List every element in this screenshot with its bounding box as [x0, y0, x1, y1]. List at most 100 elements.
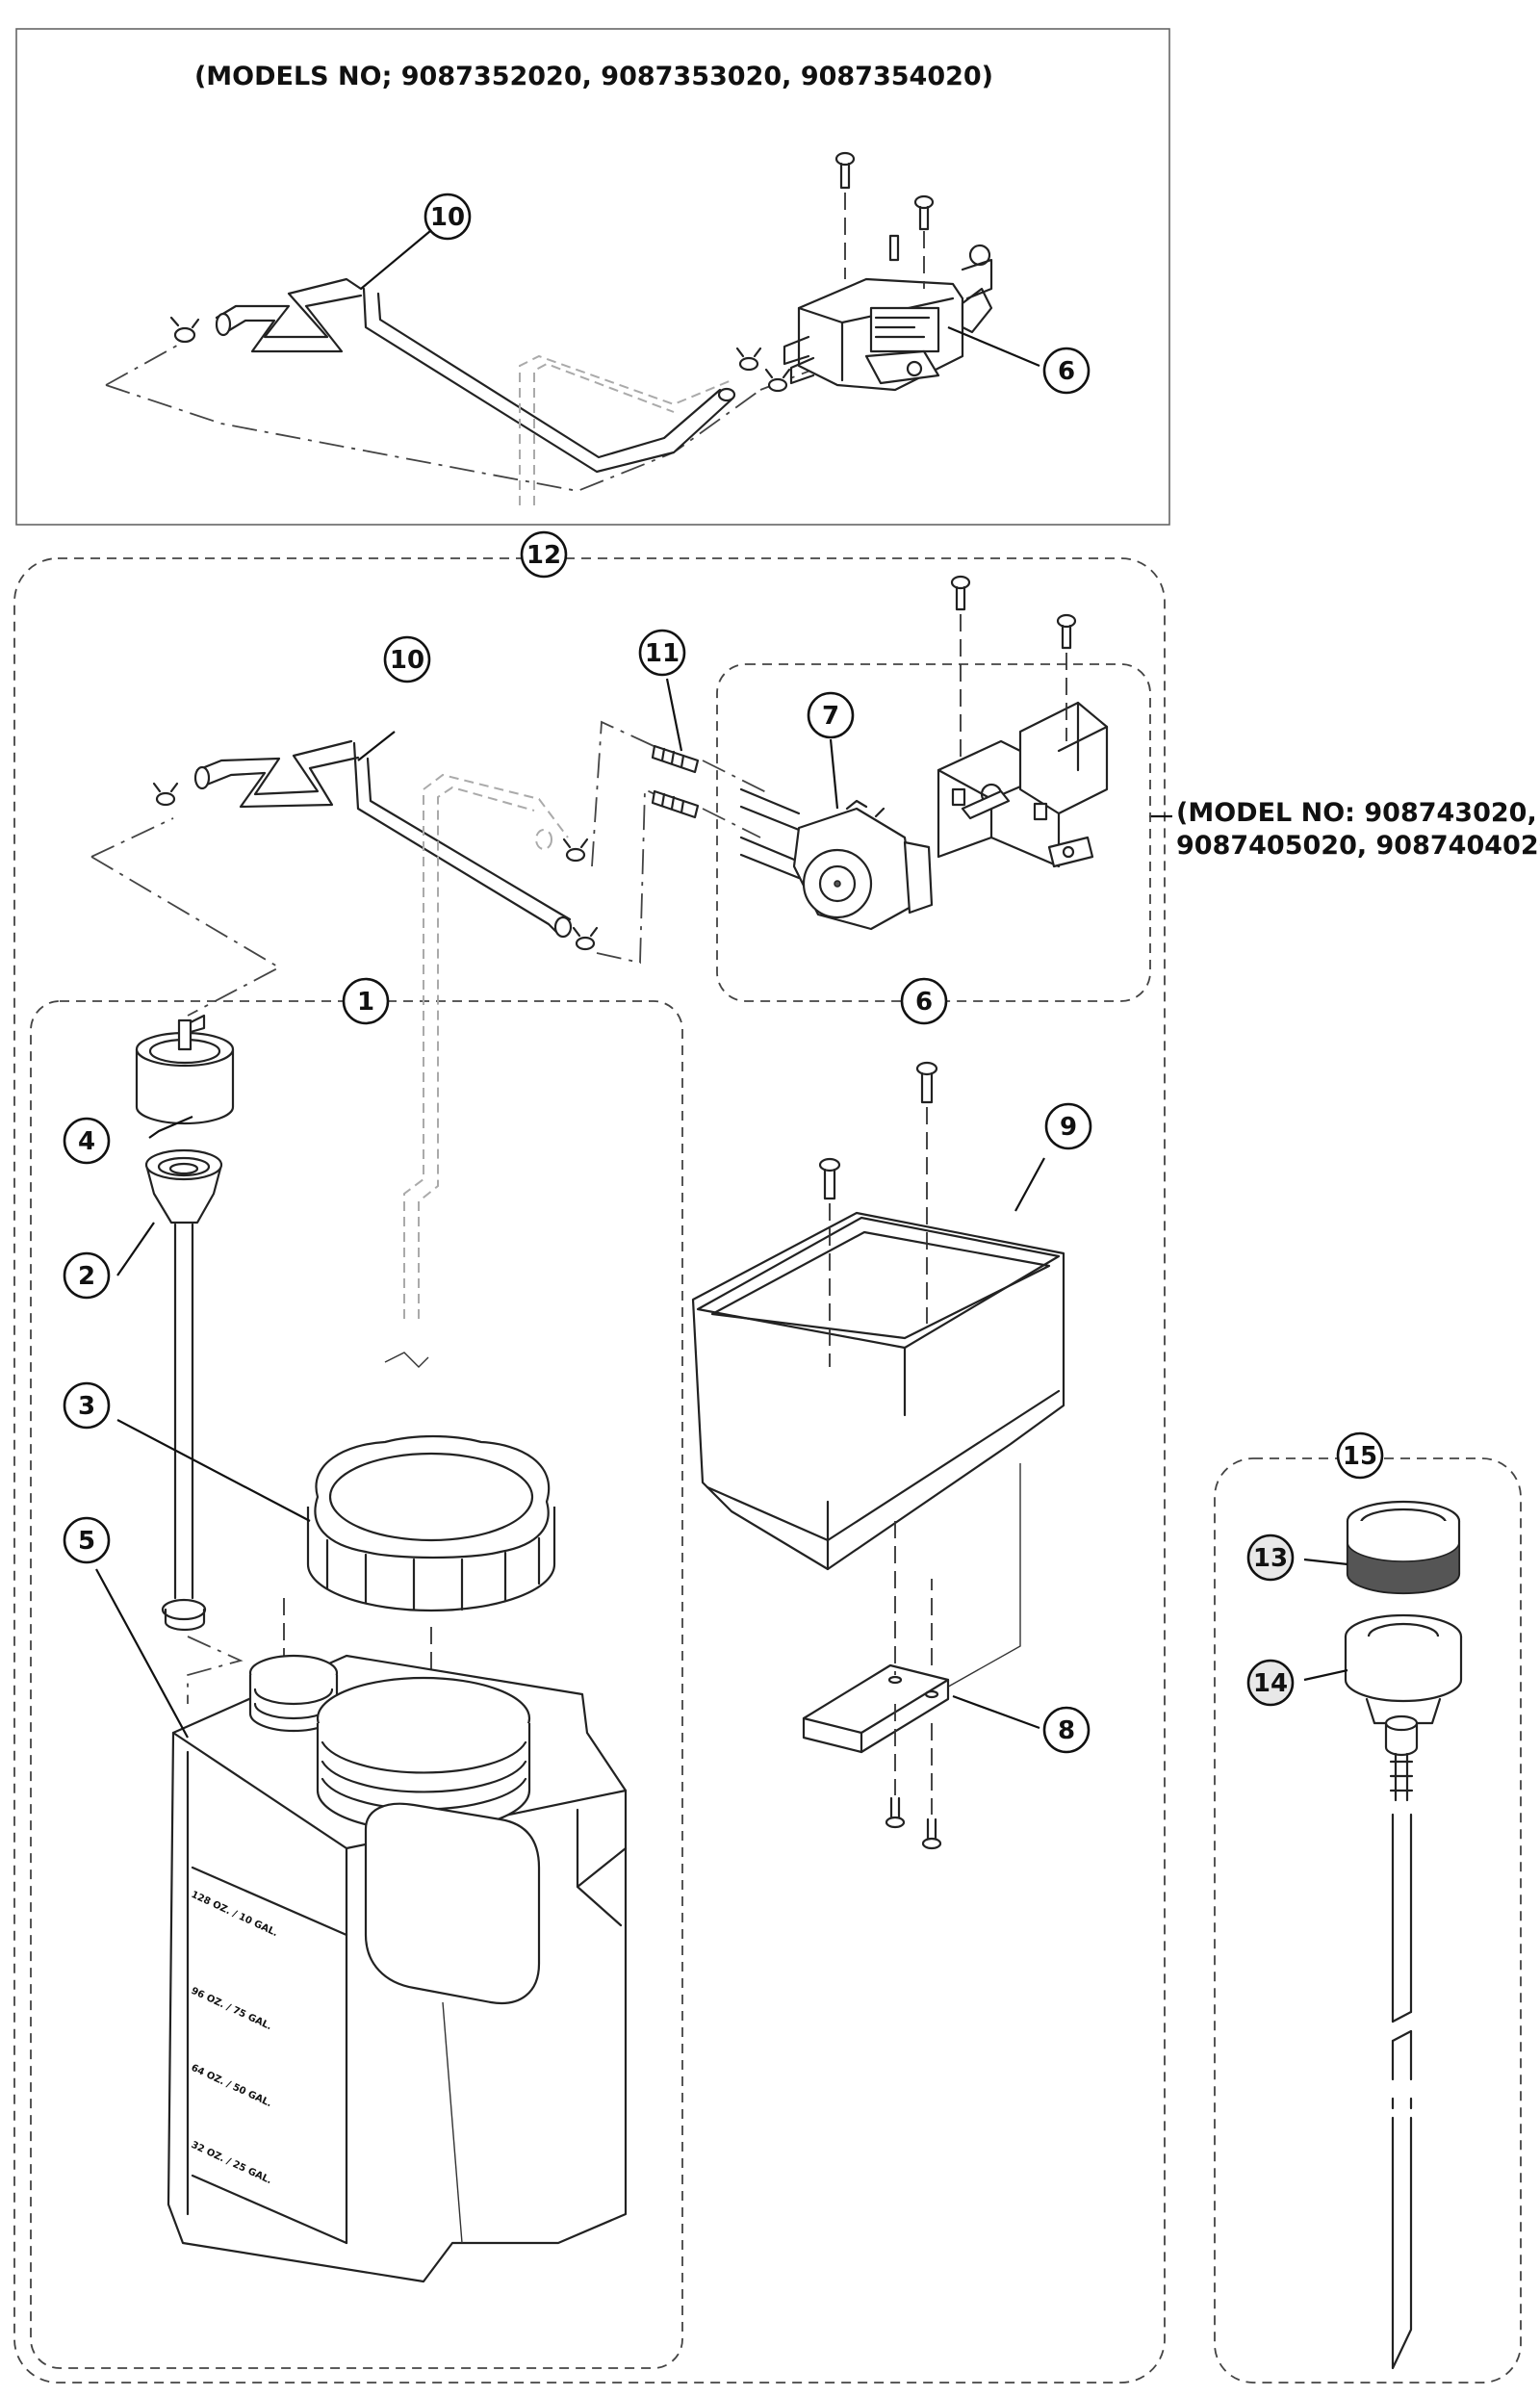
svg-text:6: 6	[1058, 357, 1075, 386]
hose-clamp-icon	[572, 926, 599, 951]
leader-line	[148, 1115, 193, 1139]
svg-text:14: 14	[1253, 1669, 1288, 1698]
hose-clamp-icon	[764, 368, 791, 393]
suction-tube-icon	[1384, 1714, 1419, 2370]
svg-text:3: 3	[78, 1392, 95, 1421]
svg-text:11: 11	[645, 639, 680, 668]
svg-text:9: 9	[1060, 1113, 1077, 1142]
screw-icon	[1056, 613, 1077, 650]
callout-6: 6	[900, 977, 948, 1025]
pump-icon	[783, 234, 993, 392]
screw-icon	[915, 1061, 938, 1104]
top-inset-panel: (MODELS NO; 9087352020, 9087353020, 9087…	[15, 28, 1170, 526]
callout-10: 10	[383, 635, 431, 683]
svg-text:13: 13	[1253, 1544, 1288, 1573]
ghost-tube	[403, 773, 569, 1319]
assembly-line	[702, 760, 771, 795]
svg-text:1: 1	[357, 988, 374, 1017]
ghost-tube-end	[535, 829, 552, 850]
leader-line	[829, 738, 839, 810]
hose-clamp-icon	[735, 347, 762, 372]
callout-15: 15	[1336, 1431, 1384, 1480]
right-models-note-line1: (MODEL NO: 908743020,	[1176, 798, 1537, 828]
screw-icon	[950, 575, 971, 611]
jug-icon	[167, 1654, 628, 2283]
ghost-clamp	[384, 1352, 429, 1368]
screw-icon	[834, 151, 856, 190]
assembly-line	[591, 720, 665, 867]
callout-4: 4	[63, 1117, 111, 1165]
leader-line	[1303, 1668, 1348, 1682]
ghost-tube	[533, 362, 675, 505]
lid-icon	[306, 1434, 556, 1612]
screw-icon	[818, 1157, 841, 1200]
assembly-line	[105, 384, 761, 492]
ghost-tube	[418, 786, 535, 1319]
assembly-line	[105, 336, 193, 386]
hose-clamp-icon	[562, 838, 589, 863]
leader-line	[665, 678, 683, 752]
leader-line	[1014, 1157, 1045, 1212]
callout-1: 1	[342, 977, 390, 1025]
tray-icon	[691, 1211, 1065, 1690]
callout-8: 8	[1042, 1706, 1091, 1754]
callout-3: 3	[63, 1381, 111, 1430]
tubing-icon	[215, 277, 736, 474]
leader-line	[116, 1419, 311, 1522]
assembly-line	[90, 856, 281, 1017]
fitting-icon	[651, 789, 700, 819]
hose-clamp-icon	[169, 316, 200, 344]
screw-icon	[921, 1817, 942, 1850]
pump-head-icon	[739, 787, 934, 931]
right-models-note-line2: 9087405020, 9087404020)	[1176, 831, 1540, 861]
screw-icon	[885, 1796, 906, 1829]
leader-line	[952, 1694, 1040, 1730]
svg-text:8: 8	[1058, 1716, 1075, 1745]
callout-10: 10	[424, 193, 472, 241]
svg-text:7: 7	[822, 702, 839, 731]
svg-text:4: 4	[78, 1127, 95, 1156]
pump-motor-icon	[937, 701, 1109, 868]
callout-14: 14	[1246, 1659, 1295, 1707]
ghost-tube	[519, 354, 732, 505]
top-models-note: (MODELS NO; 9087352020, 9087353020, 9087…	[194, 62, 993, 91]
assembly-line	[187, 1636, 244, 1704]
group-12-outline	[13, 557, 1166, 2384]
svg-text:2: 2	[78, 1262, 95, 1291]
svg-text:5: 5	[78, 1527, 95, 1556]
leader-line	[947, 325, 1040, 368]
fitting-icon	[651, 744, 700, 774]
cap-icon	[135, 1014, 235, 1125]
callout-5: 5	[63, 1516, 111, 1564]
callout-13: 13	[1246, 1534, 1295, 1582]
assembly-line	[596, 787, 665, 965]
leader-line	[357, 731, 396, 761]
svg-text:15: 15	[1343, 1442, 1377, 1471]
bracket-icon	[802, 1663, 950, 1754]
assembly-line	[702, 808, 761, 838]
callout-11: 11	[638, 629, 686, 677]
hose-clamp-icon	[152, 782, 179, 807]
svg-text:12: 12	[526, 541, 561, 570]
adapter-icon	[1344, 1613, 1463, 1725]
leader-line	[116, 1222, 155, 1276]
callout-2: 2	[63, 1251, 111, 1300]
foot-valve-icon	[144, 1148, 223, 1632]
callout-9: 9	[1044, 1102, 1092, 1150]
svg-text:10: 10	[390, 646, 424, 675]
leader-line	[360, 230, 431, 290]
callout-6: 6	[1042, 347, 1091, 395]
leader-line	[95, 1568, 189, 1739]
group-15-outline	[1214, 1457, 1522, 2384]
svg-text:6: 6	[915, 988, 933, 1017]
top-inset-frame	[15, 28, 1170, 526]
svg-text:10: 10	[430, 203, 465, 232]
leader-line	[1303, 1558, 1348, 1566]
callout-12: 12	[520, 530, 568, 579]
assembly-line	[90, 817, 174, 858]
tubing-icon	[193, 739, 573, 939]
callout-7: 7	[807, 691, 855, 739]
screw-icon	[913, 194, 935, 231]
threaded-cap-icon	[1346, 1500, 1461, 1595]
